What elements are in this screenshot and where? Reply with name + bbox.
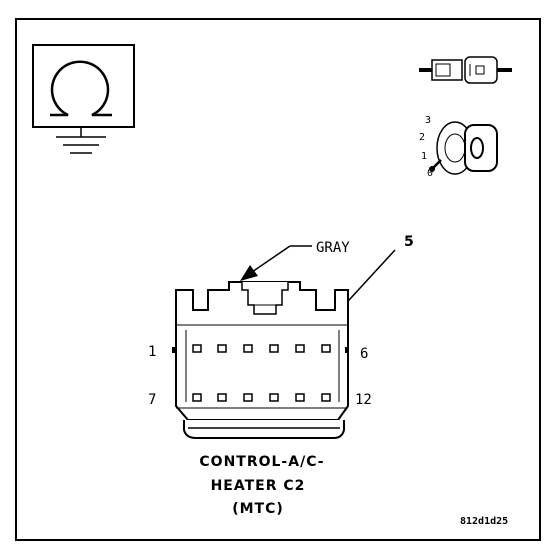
terminal-cavity — [321, 344, 331, 353]
terminal-cavity — [295, 344, 305, 353]
cavity-number-label: 5 — [404, 234, 414, 250]
ignition-position-label: 2 — [419, 132, 425, 143]
figure-id: 812d1d25 — [460, 516, 508, 527]
pin-number-label: 7 — [148, 392, 156, 408]
ignition-key-icon — [429, 121, 498, 175]
connector-title-line-1: CONTROL-A/C- — [199, 454, 324, 470]
diagram-frame — [15, 18, 541, 541]
wire-color-label: GRAY — [316, 240, 350, 256]
disconnect-connector-icon — [419, 56, 512, 84]
ohmmeter-icon — [32, 44, 135, 154]
terminal-cavity — [269, 393, 279, 402]
ignition-position-label: 3 — [425, 115, 431, 126]
pin-number-label: 12 — [355, 392, 372, 408]
terminal-row-2 — [192, 393, 331, 402]
ignition-position-label: 0 — [427, 168, 433, 179]
gray-callout: GRAY — [240, 240, 350, 281]
terminal-cavity — [295, 393, 305, 402]
ignition-position-label: 1 — [421, 151, 427, 162]
terminal-cavity — [269, 344, 279, 353]
terminal-cavity — [217, 344, 227, 353]
terminal-cavity — [321, 393, 331, 402]
terminal-cavity — [192, 393, 202, 402]
terminal-cavity — [243, 344, 253, 353]
connector-title-line-3: (MTC) — [232, 501, 284, 517]
connector-body — [172, 281, 349, 439]
ignition-position-labels: 3 2 1 0 — [419, 115, 433, 179]
terminal-cavity — [192, 344, 202, 353]
terminal-cavity — [243, 393, 253, 402]
terminal-row-1 — [192, 344, 331, 353]
connector-title-line-2: HEATER C2 — [211, 478, 306, 494]
pin-number-label: 6 — [360, 346, 368, 362]
pin-number-label: 1 — [148, 344, 156, 360]
terminal-cavity — [217, 393, 227, 402]
